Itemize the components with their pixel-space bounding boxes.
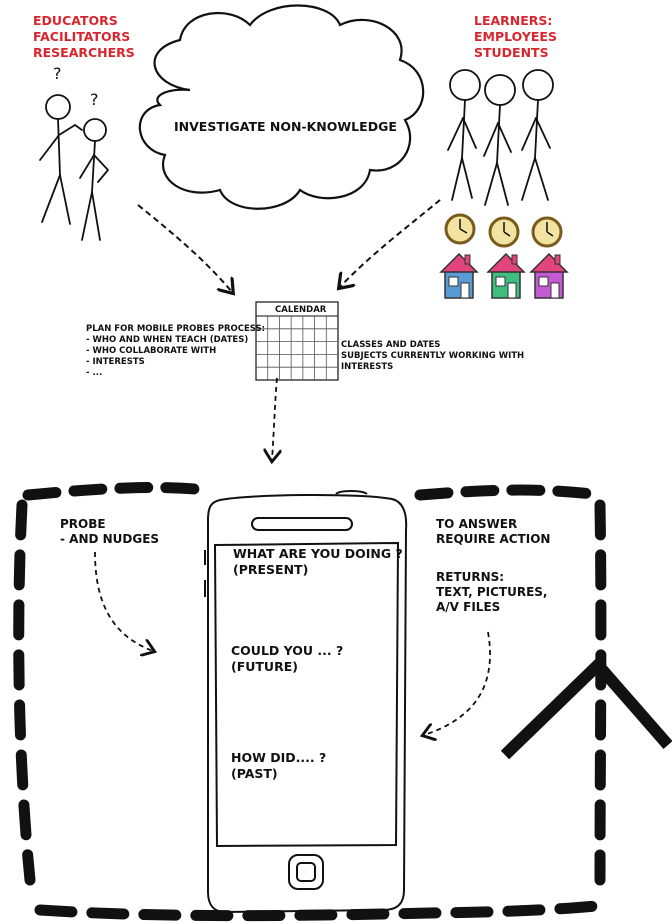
returns-label: RETURNS: TEXT, PICTURES, A/V FILES [436, 570, 547, 615]
plan-line: PLAN FOR MOBILE PROBES PROCESS: [86, 324, 266, 334]
educators-line: FACILITATORS [33, 29, 131, 44]
phone-drawing [204, 490, 408, 914]
probe-arrow [94, 551, 153, 651]
learners-label: LEARNERS: EMPLOYEES STUDENTS [474, 13, 557, 61]
educators-label: EDUCATORS FACILITATORS RESEARCHERS [33, 13, 135, 61]
phone-question-line: WHAT ARE YOU DOING ? [233, 546, 403, 561]
returns-line: RETURNS: [436, 570, 505, 584]
house-icon [529, 252, 569, 299]
phone-question-present: WHAT ARE YOU DOING ? (PRESENT) [233, 546, 403, 578]
clock-icons [444, 213, 563, 248]
learners-line: STUDENTS [474, 45, 549, 60]
learners-arrow [340, 199, 441, 287]
clock-icon [488, 216, 520, 248]
probe-label: PROBE - AND NUDGES [60, 517, 159, 547]
phone-question-line: HOW DID.... ? [231, 750, 327, 765]
phone-question-future: COULD YOU ... ? (FUTURE) [231, 643, 343, 675]
phone-question-line: (PRESENT) [233, 562, 309, 577]
calendar-grid [255, 301, 339, 381]
question-mark: ? [53, 64, 62, 83]
classes-line: CLASSES AND DATES [341, 340, 441, 350]
phone-question-line: (FUTURE) [231, 659, 298, 674]
plan-line: - INTERESTS [86, 357, 145, 367]
answer-label: TO ANSWER REQUIRE ACTION [436, 517, 550, 547]
clock-icon [531, 216, 563, 248]
up-chevron [500, 656, 672, 760]
cloud-label: INVESTIGATE NON-KNOWLEDGE [174, 119, 397, 134]
educators-line: EDUCATORS [33, 13, 118, 28]
answer-line: TO ANSWER [436, 517, 518, 531]
house-icons [439, 252, 569, 299]
educators-arrow [137, 204, 232, 292]
learners-figures [447, 69, 554, 206]
learners-line: EMPLOYEES [474, 29, 557, 44]
house-icon [486, 252, 526, 299]
cloud-shape [138, 4, 425, 210]
plan-line: - WHO AND WHEN TEACH (DATES) [86, 335, 249, 345]
calendar-title: CALENDAR [275, 305, 327, 315]
classes-line: SUBJECTS CURRENTLY WORKING WITH [341, 351, 525, 361]
phone-question-line: (PAST) [231, 766, 278, 781]
returns-line: TEXT, PICTURES, [436, 585, 548, 599]
returns-line: A/V FILES [436, 600, 501, 614]
classes-list: CLASSES AND DATES SUBJECTS CURRENTLY WOR… [341, 340, 524, 373]
probe-line: - AND NUDGES [60, 532, 160, 546]
phone-question-past: HOW DID.... ? (PAST) [231, 750, 326, 782]
educators-figures [39, 94, 110, 241]
phone-question-line: COULD YOU ... ? [231, 643, 344, 658]
answer-line: REQUIRE ACTION [436, 532, 551, 546]
probe-line: PROBE [60, 517, 106, 531]
educators-line: RESEARCHERS [33, 45, 135, 60]
house-icon [439, 252, 479, 299]
question-mark: ? [90, 90, 99, 109]
classes-line: INTERESTS [341, 362, 394, 372]
dashed-frame [13, 482, 611, 922]
calendar-to-phone-arrow [272, 377, 277, 460]
plan-line: - ... [86, 368, 103, 378]
plan-line: - WHO COLLABORATE WITH [86, 346, 217, 356]
returns-arrow [424, 631, 491, 735]
learners-line: LEARNERS: [474, 13, 553, 28]
plan-list: PLAN FOR MOBILE PROBES PROCESS: - WHO AN… [86, 324, 265, 379]
clock-icon [444, 213, 476, 245]
